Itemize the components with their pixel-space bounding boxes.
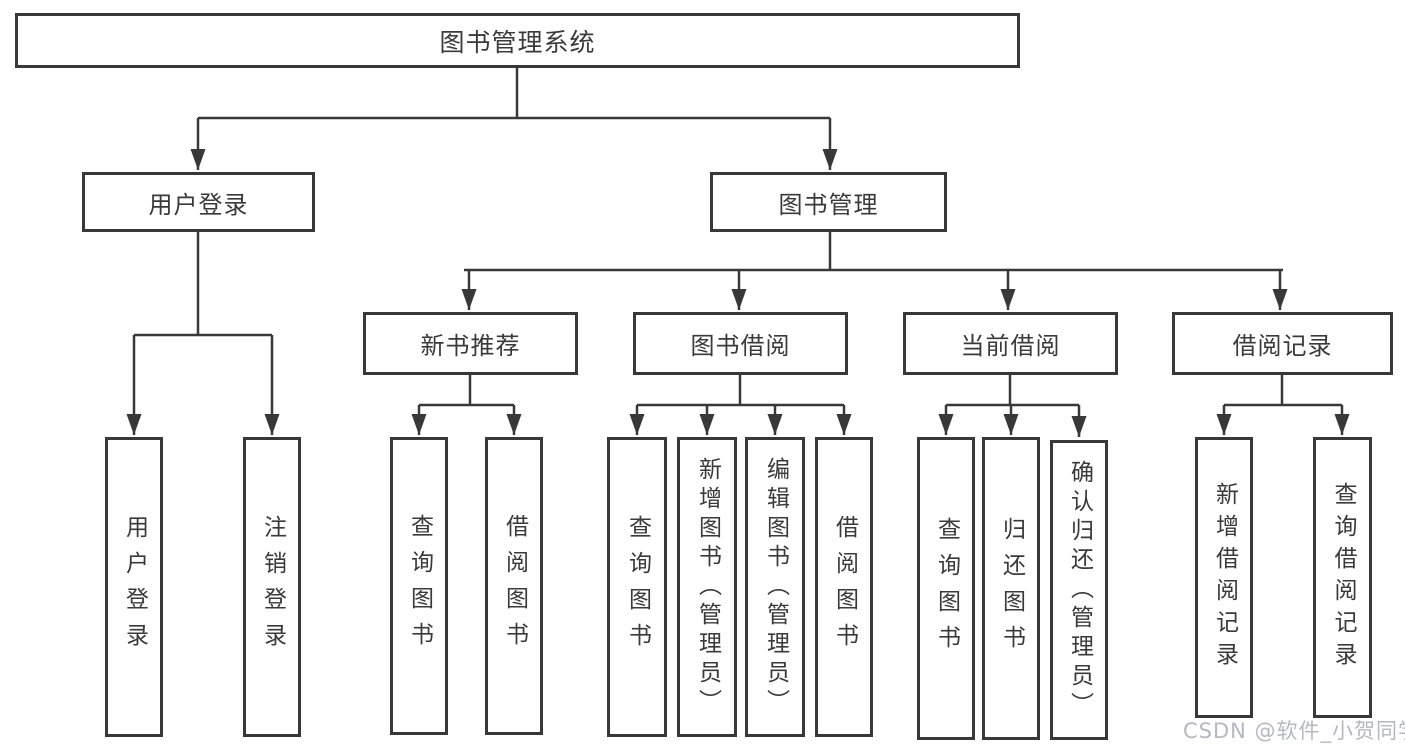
- node-book-borrow: 图书借阅: [633, 312, 848, 375]
- leaf-label: 确认归还（管理员）: [1066, 459, 1093, 721]
- leaf-edit-books-admin: 编辑图书（管理员）: [745, 437, 805, 737]
- node-new-book-recommend: 新书推荐: [363, 312, 578, 375]
- connector-bookborrow-trunk: [637, 375, 844, 407]
- leaf-label: 查询图书: [933, 516, 960, 661]
- leaf-label: 归还图书: [998, 516, 1025, 661]
- node-user-login: 用户登录: [82, 172, 315, 232]
- leaf-return-books: 归还图书: [982, 437, 1040, 740]
- node-label: 当前借阅: [960, 332, 1061, 360]
- leaf-query-books: 查询图书: [390, 437, 448, 735]
- leaf-add-borrow-record: 新增借阅记录: [1195, 437, 1253, 718]
- leaf-label: 借阅图书: [831, 515, 858, 659]
- leaf-label: 查询借阅记录: [1330, 481, 1356, 674]
- leaf-borrow-books: 借阅图书: [485, 437, 543, 735]
- leaf-query-books: 查询图书: [917, 437, 975, 740]
- leaf-confirm-return-admin: 确认归还（管理员）: [1050, 440, 1108, 740]
- connector-records-trunk: [1224, 375, 1342, 407]
- leaf-label: 新增借阅记录: [1211, 481, 1238, 674]
- node-library-system: 图书管理系统: [15, 13, 1020, 68]
- leaf-borrow-books: 借阅图书: [815, 437, 873, 737]
- node-label: 图书管理系统: [439, 27, 596, 57]
- leaf-user-login: 用户登录: [105, 437, 163, 737]
- leaf-label: 注销登录: [259, 515, 286, 659]
- node-label: 用户登录: [148, 190, 249, 219]
- leaf-label: 查询图书: [406, 514, 433, 658]
- node-label: 借阅记录: [1232, 332, 1333, 360]
- leaf-label: 借阅图书: [501, 514, 528, 658]
- connector-root-trunk: [198, 68, 830, 120]
- leaf-add-books-admin: 新增图书（管理员）: [677, 437, 737, 737]
- connector-currentborrow-trunk: [946, 375, 1079, 407]
- leaf-logout: 注销登录: [243, 437, 301, 737]
- connector-newbooks-trunk: [419, 375, 514, 407]
- node-borrow-records: 借阅记录: [1172, 312, 1393, 375]
- leaf-label: 新增图书（管理员）: [694, 456, 721, 718]
- csdn-watermark: CSDN @软件_小贺同学: [1183, 719, 1405, 743]
- leaf-label: 编辑图书（管理员）: [762, 456, 789, 718]
- leaf-query-books: 查询图书: [607, 437, 667, 737]
- leaf-label: 查询图书: [624, 515, 651, 659]
- node-book-management: 图书管理: [710, 172, 947, 232]
- connector-userlogin-trunk: [134, 232, 272, 337]
- leaf-query-borrow-record: 查询借阅记录: [1313, 437, 1372, 718]
- node-label: 新书推荐: [420, 332, 521, 360]
- node-label: 图书借阅: [690, 332, 791, 360]
- leaf-label: 用户登录: [121, 515, 148, 659]
- connector-bookmgmt-trunk: [464, 232, 1283, 272]
- node-label: 图书管理: [778, 190, 879, 219]
- node-current-borrow: 当前借阅: [903, 312, 1118, 375]
